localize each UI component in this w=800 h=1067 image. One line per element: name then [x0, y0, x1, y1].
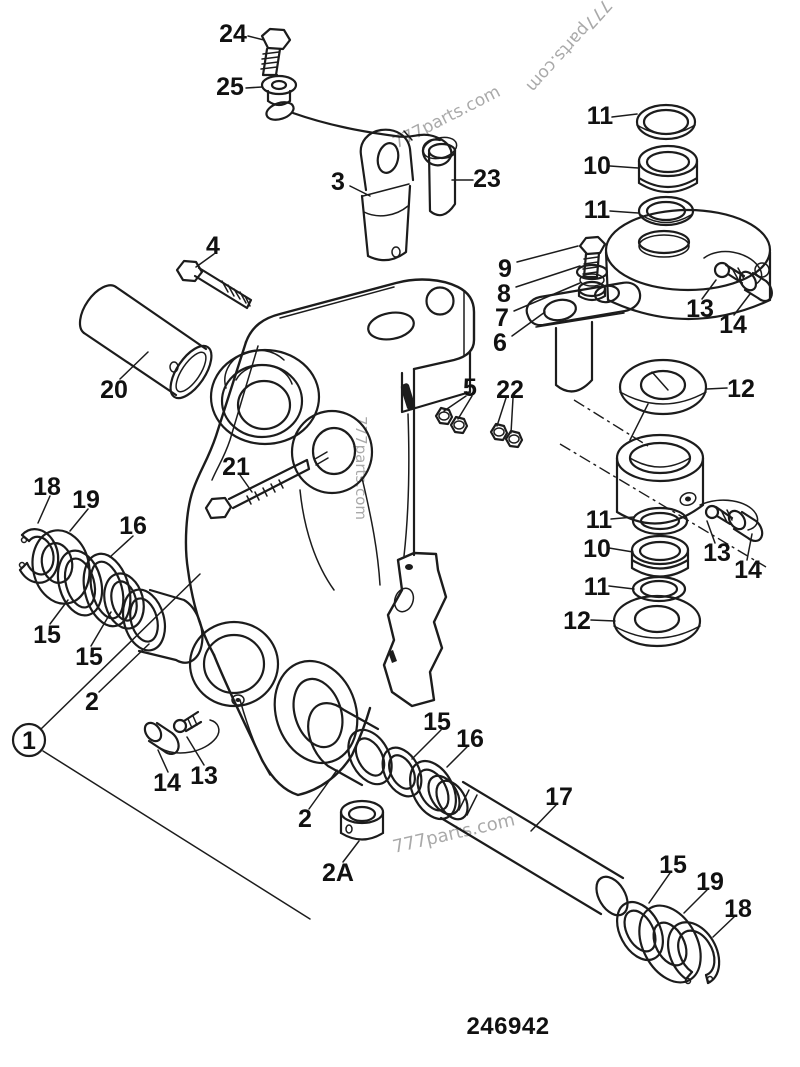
main-casting — [184, 278, 476, 797]
part-5-nuts — [434, 406, 469, 435]
pivot-pin-under-plate — [554, 320, 594, 393]
callout-15b: 15 — [75, 643, 103, 671]
callout-9: 9 — [498, 255, 512, 283]
part-23-pin — [422, 136, 458, 217]
part-14-dust-cap-top — [703, 250, 773, 303]
part-20-pin — [78, 284, 213, 400]
callout-15a: 15 — [33, 621, 61, 649]
part-17-pivot-pin — [427, 774, 629, 917]
callout-18a: 18 — [33, 473, 61, 501]
callout-23: 23 — [473, 165, 501, 193]
bottom-bore-outer — [273, 659, 359, 765]
callout-3: 3 — [331, 168, 345, 196]
callout-12a: 12 — [727, 375, 755, 403]
callout-19a: 19 — [72, 486, 100, 514]
part-25-washer — [260, 74, 298, 107]
part-14-dust-cap-bottom — [143, 721, 180, 756]
callout-13b: 13 — [703, 539, 731, 567]
callout-1-circled: 1 — [22, 727, 36, 755]
part-6-keeper-plate — [525, 281, 642, 328]
callout-20: 20 — [100, 376, 128, 404]
callout-14a: 14 — [719, 311, 747, 339]
part-15-seal-right — [616, 900, 664, 962]
part-15-seal-left — [56, 549, 104, 617]
callout-8: 8 — [497, 280, 511, 308]
callout-12b: 12 — [563, 607, 591, 635]
callout-16b: 16 — [456, 725, 484, 753]
callout-10b: 10 — [583, 535, 611, 563]
front-boss — [290, 409, 374, 495]
part-19-washer-right — [638, 904, 702, 984]
watermark-top-right: 777parts.com — [522, 0, 616, 96]
callout-17: 17 — [545, 783, 573, 811]
callout-6: 6 — [493, 329, 507, 357]
part-12-washer-lower — [612, 594, 702, 648]
main-boss-outer — [209, 348, 321, 446]
callout-labels: 24 25 3 23 11 10 11 9 8 7 6 13 14 4 20 5… — [22, 20, 762, 923]
part-2A-bush — [339, 799, 385, 841]
callout-14b: 14 — [734, 556, 762, 584]
part-10-bush-top — [637, 144, 699, 193]
centerlines — [559, 399, 767, 568]
callout-5: 5 — [463, 374, 477, 402]
main-boss-bore — [236, 379, 292, 431]
part-22-nuts — [489, 422, 524, 449]
callout-2A: 2A — [322, 859, 354, 887]
part-18-circlip-right — [666, 921, 721, 985]
callout-15d: 15 — [659, 851, 687, 879]
right-jaw — [382, 551, 448, 708]
part-24-bolt — [260, 27, 292, 77]
part-7-spacer — [577, 280, 607, 302]
part-11-seal-top — [635, 103, 697, 141]
callout-11b: 11 — [584, 196, 611, 224]
callout-11a: 11 — [587, 102, 614, 130]
callout-19b: 19 — [696, 868, 724, 896]
bottom-bore-hole — [292, 677, 344, 749]
part-11-seal-mid — [631, 506, 689, 536]
part-21-bolt — [204, 451, 329, 520]
callout-2a: 2 — [85, 688, 99, 716]
kingpost-top-boss — [604, 208, 772, 321]
part-14-dust-cap-mid — [699, 499, 764, 543]
callout-24: 24 — [219, 20, 247, 48]
callout-16a: 16 — [119, 512, 147, 540]
callout-15c: 15 — [423, 708, 451, 736]
assembly-callout-1 — [11, 573, 311, 920]
watermark-lower: 777parts.com — [391, 809, 517, 858]
arm-oval-hole — [367, 311, 415, 341]
callout-25: 25 — [216, 73, 244, 101]
lower-left-boss — [188, 620, 280, 708]
callout-11d: 11 — [584, 573, 611, 601]
callout-22: 22 — [496, 376, 524, 404]
part-15-seal-left2 — [103, 572, 145, 630]
callout-10a: 10 — [583, 152, 611, 180]
part-18-circlip-left — [18, 528, 60, 584]
part-3-pin — [359, 128, 415, 262]
part-12-washer-upper — [618, 358, 708, 416]
callout-4: 4 — [206, 232, 220, 260]
part-10-bush-mid — [630, 534, 690, 578]
callout-21: 21 — [222, 453, 250, 481]
figure-number: 246942 — [466, 1013, 549, 1040]
callout-7: 7 — [495, 304, 509, 332]
part-4-bolt — [175, 259, 253, 310]
part-9-bolt — [578, 235, 607, 279]
callout-13c: 13 — [190, 762, 218, 790]
lower-pivot-boss — [615, 433, 705, 525]
leader-lines — [37, 35, 753, 938]
part-8-washer — [575, 263, 609, 287]
callout-2b: 2 — [298, 805, 312, 833]
part-2-bush-left — [121, 588, 204, 664]
callout-13a: 13 — [686, 295, 714, 323]
callout-11c: 11 — [586, 506, 613, 534]
part-2-bush-lower — [307, 702, 393, 787]
callout-18b: 18 — [724, 895, 752, 923]
part-13-grease-fitting-bottom — [159, 710, 220, 754]
callout-14c: 14 — [153, 769, 181, 797]
clevis-hole — [425, 286, 455, 316]
